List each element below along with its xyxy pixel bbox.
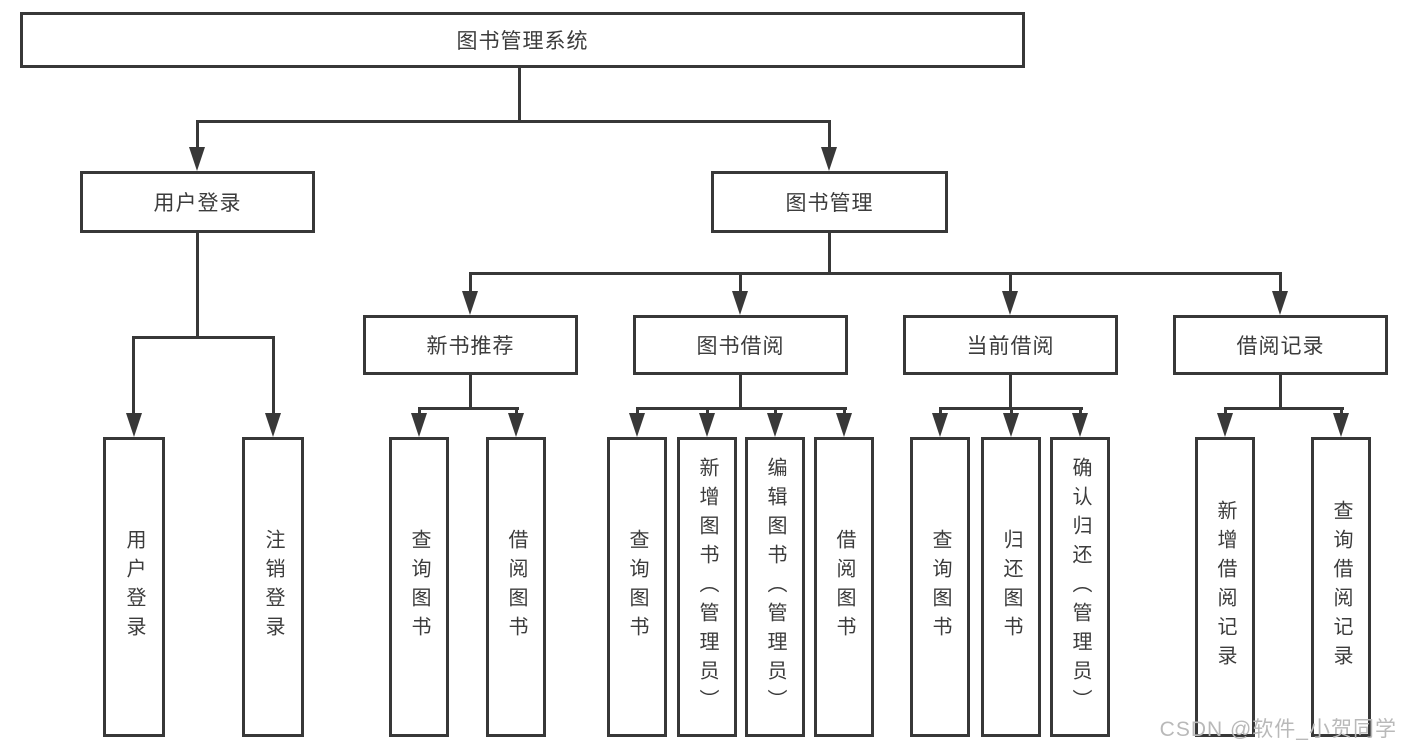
connector-to-book-borrow: [739, 272, 742, 292]
connector-root-bar: [196, 120, 831, 123]
connector-to-leaf-logout: [272, 336, 275, 414]
leaf-borrow-book-recommend: 借阅图书: [486, 437, 546, 737]
node-user-login: 用户登录: [80, 171, 315, 233]
arrowhead-leaf: [767, 413, 783, 437]
arrowhead-leaf: [1072, 413, 1088, 437]
csdn-watermark: CSDN @软件_小贺同学: [1159, 718, 1397, 741]
connector-book-mgmt-stem: [828, 233, 831, 272]
leaf-query-book-borrow: 查询图书: [607, 437, 667, 737]
node-book-borrow: 图书借阅: [633, 315, 848, 375]
leaf-add-book-admin: 新增图书（管理员）: [677, 437, 737, 737]
leaf-query-book-recommend-label: 查询图书: [408, 529, 430, 645]
arrowhead-leaf: [1003, 413, 1019, 437]
leaf-borrow-book: 借阅图书: [814, 437, 874, 737]
leaf-confirm-return-admin-label: 确认归还（管理员）: [1069, 456, 1091, 718]
connector-stub: [1224, 407, 1227, 414]
leaf-user-login-label: 用户登录: [123, 529, 145, 645]
leaf-confirm-return-admin: 确认归还（管理员）: [1050, 437, 1110, 737]
node-new-book-recommend: 新书推荐: [363, 315, 578, 375]
connector-user-login-bar: [132, 336, 275, 339]
connector-stub: [1079, 407, 1082, 414]
leaf-add-book-admin-label: 新增图书（管理员）: [696, 456, 718, 718]
arrowhead-leaf: [836, 413, 852, 437]
arrowhead-leaf: [508, 413, 524, 437]
arrowhead-user-login: [189, 147, 205, 171]
connector-user-login-stem: [196, 233, 199, 336]
leaf-query-borrow-record: 查询借阅记录: [1311, 437, 1371, 737]
connector-stub: [939, 407, 942, 414]
leaf-borrow-book-recommend-label: 借阅图书: [505, 529, 527, 645]
arrowhead-leaf: [699, 413, 715, 437]
connector-book-borrow-bar: [636, 407, 847, 410]
connector-to-new-book: [469, 272, 472, 292]
arrowhead-leaf: [629, 413, 645, 437]
leaf-user-login: 用户登录: [103, 437, 165, 737]
leaf-add-borrow-record: 新增借阅记录: [1195, 437, 1255, 737]
connector-root-stem: [518, 68, 521, 120]
node-book-management: 图书管理: [711, 171, 948, 233]
connector-stub: [515, 407, 518, 414]
arrowhead-leaf: [411, 413, 427, 437]
leaf-return-book-label: 归还图书: [1000, 529, 1022, 645]
arrowhead-leaf: [1333, 413, 1349, 437]
connector-to-leaf-user-login: [132, 336, 135, 414]
connector-borrow-record-stem: [1279, 375, 1282, 407]
arrowhead-borrow-record: [1272, 291, 1288, 315]
connector-stub: [843, 407, 846, 414]
arrowhead-leaf: [1217, 413, 1233, 437]
connector-stub: [774, 407, 777, 414]
node-root-library-system: 图书管理系统: [20, 12, 1025, 68]
arrowhead-leaf-user-login: [126, 413, 142, 437]
leaf-logout-label: 注销登录: [262, 529, 284, 645]
arrowhead-leaf: [932, 413, 948, 437]
connector-to-user-login: [196, 120, 199, 148]
connector-to-current-borrow: [1009, 272, 1012, 292]
arrowhead-current-borrow: [1002, 291, 1018, 315]
connector-stub: [418, 407, 421, 414]
connector-stub: [706, 407, 709, 414]
connector-borrow-record-bar: [1224, 407, 1344, 410]
connector-new-book-stem: [469, 375, 472, 407]
leaf-query-book-current: 查询图书: [910, 437, 970, 737]
node-borrow-record: 借阅记录: [1173, 315, 1388, 375]
node-current-borrow: 当前借阅: [903, 315, 1118, 375]
arrowhead-new-book: [462, 291, 478, 315]
leaf-query-borrow-record-label: 查询借阅记录: [1330, 500, 1352, 674]
connector-stub: [636, 407, 639, 414]
connector-new-book-bar: [418, 407, 519, 410]
leaf-add-borrow-record-label: 新增借阅记录: [1214, 500, 1236, 674]
leaf-query-book-current-label: 查询图书: [929, 529, 951, 645]
connector-stub: [1340, 407, 1343, 414]
connector-current-borrow-stem: [1009, 375, 1012, 407]
leaf-borrow-book-label: 借阅图书: [833, 529, 855, 645]
connector-stub: [1010, 407, 1013, 414]
connector-to-borrow-record: [1279, 272, 1282, 292]
connector-book-mgmt-bar: [469, 272, 1282, 275]
arrowhead-leaf-logout: [265, 413, 281, 437]
leaf-edit-book-admin-label: 编辑图书（管理员）: [764, 456, 786, 718]
arrowhead-book-borrow: [732, 291, 748, 315]
leaf-edit-book-admin: 编辑图书（管理员）: [745, 437, 805, 737]
leaf-query-book-borrow-label: 查询图书: [626, 529, 648, 645]
connector-to-book-mgmt: [828, 120, 831, 148]
leaf-logout: 注销登录: [242, 437, 304, 737]
leaf-return-book: 归还图书: [981, 437, 1041, 737]
connector-book-borrow-stem: [739, 375, 742, 407]
leaf-query-book-recommend: 查询图书: [389, 437, 449, 737]
arrowhead-book-mgmt: [821, 147, 837, 171]
